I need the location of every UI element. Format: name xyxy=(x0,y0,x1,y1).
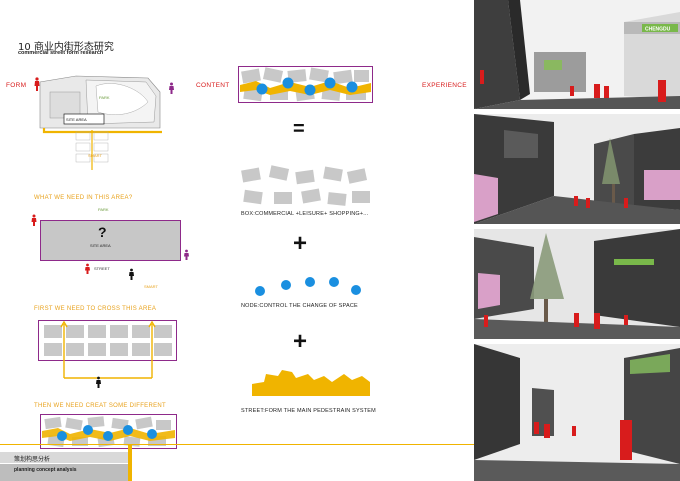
box-cluster xyxy=(241,165,370,206)
title-chinese: 商业内街形态研究 xyxy=(33,42,114,53)
question-one: WHAT WE NEED IN THIS AREA? xyxy=(34,195,133,201)
q1-smart-label: SMART xyxy=(144,284,158,289)
q1-street-label: STREET xyxy=(94,266,110,271)
street-render-2 xyxy=(474,114,680,224)
shop-sign-text: CHENGDU xyxy=(645,27,671,33)
question-two: FIRST WE NEED TO CROSS THIS AREA xyxy=(34,306,157,312)
footer-rule xyxy=(0,444,474,445)
person-icon xyxy=(184,249,189,260)
footer-title-chinese: 策划构思分析 xyxy=(14,456,51,463)
footer-title-english: planning concept analysis xyxy=(14,467,77,473)
person-icon xyxy=(129,268,134,280)
page-number: 10 xyxy=(18,42,31,53)
footer-accent xyxy=(128,444,132,481)
content-heading: CONTENT xyxy=(196,82,230,89)
street-render-1: CHENGDU xyxy=(474,0,680,109)
person-icon xyxy=(169,82,174,94)
site-area-label: SITE AREA xyxy=(66,117,87,122)
street-grid-sketch xyxy=(75,130,109,170)
title-english: commercial street form research xyxy=(18,50,104,56)
equals-sign: = xyxy=(293,118,305,140)
site-smart-label: SMART xyxy=(88,153,102,158)
site-plan xyxy=(39,75,162,134)
site-area-block xyxy=(40,220,181,261)
street-caption: STREET:FORM THE MAIN PEDESTRAIN SYSTEM xyxy=(241,408,376,414)
person-icon xyxy=(31,214,37,226)
content-street-node-diagram xyxy=(238,66,373,103)
site-park-label: PARK xyxy=(99,95,110,100)
box-caption: BOX:COMMERCIAL +LEISURE+ SHOPPING+... xyxy=(241,211,369,217)
page-title: 10 商业内街形态研究 xyxy=(18,38,114,53)
q1-park-label: PARK xyxy=(98,207,109,212)
plus-sign-two: + xyxy=(293,328,308,355)
plus-sign-one: + xyxy=(293,230,308,257)
cross-area-diagram xyxy=(38,320,177,379)
footer-band xyxy=(0,452,128,463)
q1-site-label: SITE AREA xyxy=(90,243,111,248)
node-dots xyxy=(255,277,361,296)
person-icon xyxy=(96,376,101,388)
person-icon xyxy=(34,77,40,91)
footer-band-lower xyxy=(0,464,128,481)
street-shape xyxy=(252,370,370,396)
experience-heading: EXPERIENCE xyxy=(422,82,467,89)
person-icon xyxy=(85,263,90,274)
form-heading: FORM xyxy=(6,82,27,89)
street-render-4 xyxy=(474,344,680,481)
street-render-3 xyxy=(474,229,680,339)
question-mark: ? xyxy=(98,224,107,240)
street-node-diagram-small xyxy=(40,414,177,449)
node-caption: NODE:CONTROL THE CHANGE OF SPACE xyxy=(241,303,358,309)
question-three: THEN WE NEED CREAT SOME DIFFERENT xyxy=(34,403,167,409)
